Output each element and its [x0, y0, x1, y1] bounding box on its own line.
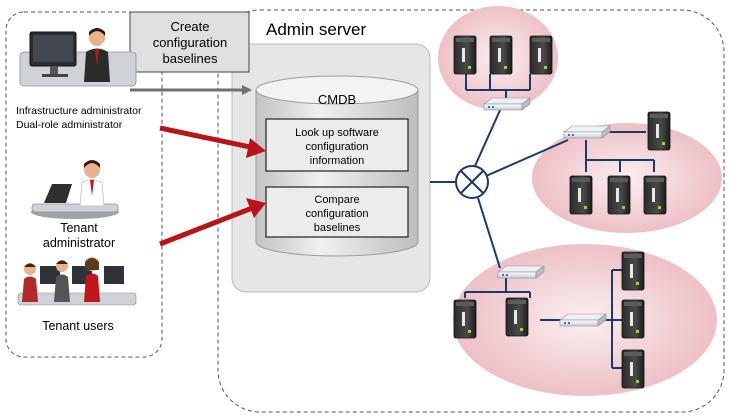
dual-admin-label: Dual-role administrator: [16, 119, 123, 131]
admin-server-zone: [217, 9, 725, 413]
server-tower-icon: [489, 35, 513, 75]
lookup-line-1: Look up software: [295, 127, 379, 139]
server-tower-icon: [621, 251, 645, 291]
network-switch-icon: [497, 265, 545, 279]
server-tower-icon: [647, 111, 671, 151]
server-tower-icon: [569, 175, 593, 215]
network-switch-icon: [559, 313, 607, 327]
server-tower-icon: [505, 297, 529, 337]
server-tower-icon: [643, 175, 667, 215]
network-hub-icon: [455, 165, 489, 199]
server-tower-icon: [453, 299, 477, 339]
server-tower-icon: [621, 349, 645, 389]
server-tower-icon: [621, 299, 645, 339]
lookup-function-box: [265, 118, 409, 172]
compare-line-1: Compare: [314, 194, 359, 206]
roles-zone: [5, 11, 163, 358]
infra-admin-label: Infrastructure administrator: [16, 105, 142, 117]
server-tower-icon: [529, 35, 553, 75]
compare-function-box: [265, 186, 409, 238]
tenant-users-label: Tenant users: [42, 319, 114, 333]
create-baselines-line-1: Create: [170, 19, 209, 34]
lookup-line-3: information: [310, 155, 364, 167]
tenant-admin-label-2: administrator: [43, 236, 115, 250]
create-baselines-box: [129, 11, 250, 73]
tenant-users-icon: [17, 257, 137, 306]
compare-line-3: baselines: [314, 222, 361, 234]
server-tower-icon: [453, 35, 477, 75]
infra-to-lookup-arrow: [159, 125, 266, 158]
create-baselines-line-3: baselines: [163, 51, 218, 66]
server-tower-icon: [607, 175, 631, 215]
lookup-line-2: configuration: [306, 141, 369, 153]
cmdb-label: CMDB: [318, 92, 356, 107]
network-switch-icon: [563, 125, 611, 139]
tenant-admin-to-compare-arrow: [159, 198, 266, 247]
compare-line-2: configuration: [306, 208, 369, 220]
network-links: [430, 74, 655, 369]
tenant-admin-label-1: Tenant: [60, 221, 98, 235]
admin-server-title: Admin server: [266, 20, 366, 39]
tenant-admin-laptop-icon: [31, 160, 119, 219]
network-switch-icon: [483, 97, 531, 111]
desktop-workstation-icon: [19, 28, 137, 87]
create-baselines-line-2: configuration: [153, 35, 227, 50]
